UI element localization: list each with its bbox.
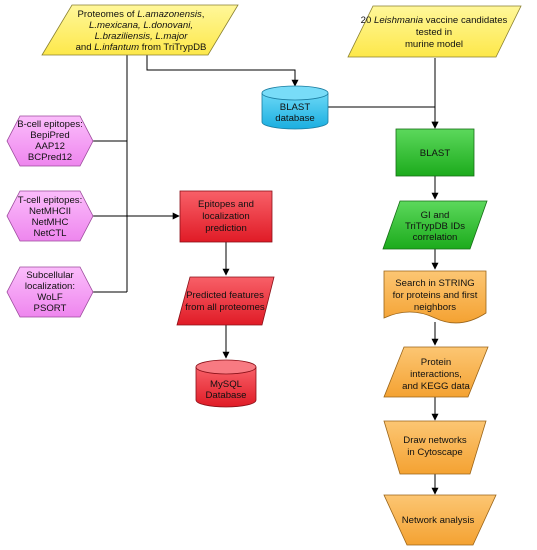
node-epitopes-prediction: Epitopes and localization prediction [179, 190, 273, 243]
blast-db-top [261, 85, 329, 101]
interactions-line3: and KEGG data [402, 381, 470, 392]
string-line1: Search in STRING [395, 278, 474, 289]
vaccine-line1: 20 Leishmania vaccine candidates [361, 15, 508, 26]
node-tcell-epitopes: T-cell epitopes: NetMHCII NetMHC NetCTL [6, 190, 94, 242]
mysql-body [195, 367, 257, 408]
proteomes-line4: and L.infantum from TriTrypDB [76, 42, 207, 53]
tcell-line1: T-cell epitopes: [18, 195, 83, 206]
string-line3: neighbors [414, 302, 456, 313]
string-shape [383, 270, 487, 324]
proteomes-line3: L.braziliensis, L.major [95, 31, 189, 42]
subcellular-line3: WoLF [37, 292, 63, 303]
gi-line2: TriTrypDB IDs [405, 221, 465, 232]
vaccine-line2: tested in [416, 27, 452, 38]
draw-shape [383, 420, 487, 475]
node-protein-interactions: Protein interactions, and KEGG data [383, 346, 489, 398]
string-line2: for proteins and first [393, 290, 478, 301]
epitopes-shape [179, 190, 273, 243]
vaccine-shape [347, 5, 522, 58]
proteomes-line1: Proteomes of L.amazonensis, [78, 9, 205, 20]
node-draw-networks: Draw networks in Cytoscape [383, 420, 487, 475]
node-blast-database: BLAST database [261, 85, 329, 130]
epitopes-line1: Epitopes and [198, 199, 254, 210]
tcell-line3: NetMHC [32, 217, 69, 228]
edge-blast-db-to-blast [328, 106, 439, 129]
vaccine-line3: murine model [405, 39, 463, 50]
connectors [93, 55, 439, 495]
subcellular-line1: Subcellular [26, 270, 74, 281]
node-mysql-database: MySQL Database [195, 359, 257, 408]
blast-line1: BLAST [420, 148, 451, 159]
bcell-line4: BCPred12 [28, 152, 72, 163]
interactions-line1: Protein [421, 357, 451, 368]
node-predicted-features: Predicted features from all proteomes [176, 276, 275, 326]
node-bcell-epitopes: B-cell epitopes: BepiPred AAP12 BCPred12 [6, 115, 94, 167]
tcell-shape [6, 190, 94, 242]
bcell-shape [6, 115, 94, 167]
tcell-line2: NetMHCII [29, 206, 71, 217]
gi-line3: correlation [413, 232, 458, 243]
node-network-analysis: Network analysis [383, 494, 497, 546]
edge-proteomes-to-blast-db [146, 55, 299, 87]
node-blast: BLAST [395, 128, 475, 177]
node-proteomes: Proteomes of L.amazonensis, L.mexicana, … [41, 4, 239, 56]
epitopes-line2: localization [202, 211, 249, 222]
subcellular-line4: PSORT [34, 303, 67, 314]
draw-line1: Draw networks [403, 435, 467, 446]
bcell-line2: BepiPred [30, 130, 69, 141]
interactions-line2: interactions, [410, 369, 462, 380]
analysis-line1: Network analysis [402, 515, 475, 526]
blast-db-line1: BLAST [280, 102, 311, 113]
blast-db-line2: database [275, 113, 314, 124]
gi-shape [382, 200, 488, 250]
draw-line2: in Cytoscape [407, 447, 462, 458]
tcell-line4: NetCTL [33, 228, 67, 239]
blast-db-body [261, 93, 329, 130]
gi-line1: GI and [421, 210, 450, 221]
features-line1: Predicted features [186, 290, 264, 301]
features-shape [176, 276, 275, 326]
node-subcellular-localization: Subcellular localization: WoLF PSORT [6, 266, 94, 318]
bcell-line1: B-cell epitopes: [17, 119, 83, 130]
proteomes-shape [41, 4, 239, 56]
proteomes-line2: L.mexicana, L.donovani, [89, 20, 193, 31]
subcellular-shape [6, 266, 94, 318]
node-gi-correlation: GI and TriTrypDB IDs correlation [382, 200, 488, 250]
node-vaccine-candidates: 20 Leishmania vaccine candidates tested … [347, 5, 522, 58]
mysql-top [195, 359, 257, 375]
bcell-line3: AAP12 [35, 141, 65, 152]
subcellular-line2: localization: [25, 281, 75, 292]
node-string-search: Search in STRING for proteins and first … [383, 270, 487, 324]
features-line2: from all proteomes [185, 302, 265, 313]
interactions-shape [383, 346, 489, 398]
blast-shape [395, 128, 475, 177]
analysis-shape [383, 494, 497, 546]
mysql-line2: Database [205, 390, 246, 401]
epitopes-line3: prediction [205, 223, 247, 234]
mysql-line1: MySQL [210, 379, 243, 390]
